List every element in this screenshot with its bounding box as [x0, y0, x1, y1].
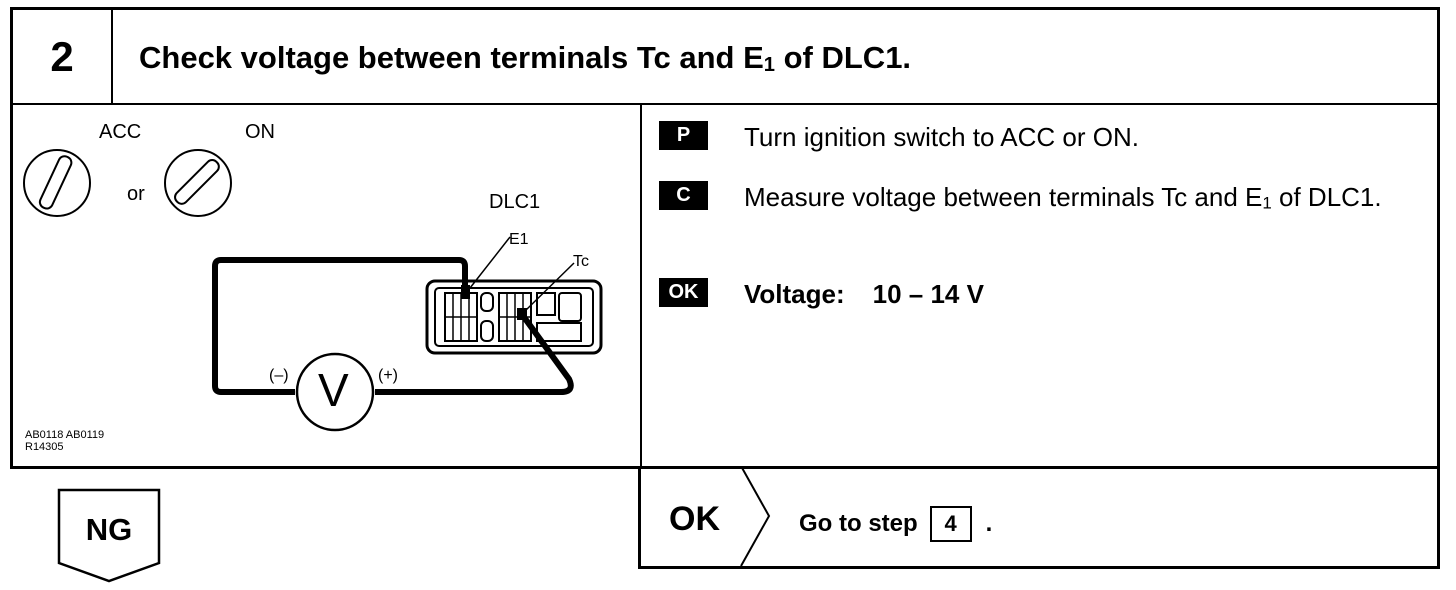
step-header: 2 Check voltage between terminals Tc and…	[10, 7, 1440, 105]
switch-on-label: ON	[245, 121, 275, 143]
ok-result-box: OK Go to step 4 .	[638, 466, 1440, 569]
goto-step-number[interactable]: 4	[929, 506, 972, 542]
check-text-main: Measure voltage between terminals Tc and…	[744, 182, 1263, 212]
goto-step-instruction: Go to step 4 .	[799, 506, 992, 542]
column-divider	[640, 103, 642, 466]
check-badge: C	[659, 181, 708, 210]
positive-terminal-label: (+)	[378, 367, 398, 384]
chevron-right-icon	[740, 466, 771, 566]
ok-criteria-text: Voltage: 10 – 14 V	[744, 278, 1414, 310]
goto-text: Go to step	[799, 510, 918, 537]
ng-label: NG	[85, 512, 133, 547]
goto-end: .	[985, 510, 993, 537]
voltage-label: Voltage:	[744, 279, 845, 309]
wire-positive	[375, 311, 574, 395]
prepare-text: Turn ignition switch to ACC or ON.	[744, 122, 1139, 152]
step-title-main: Check voltage between terminals Tc and E	[139, 40, 764, 75]
voltmeter-symbol: V	[318, 364, 349, 416]
ok-label: OK	[669, 500, 720, 538]
wiring-diagram: ACC ON or DLC1 E1 Tc V (–) (+) AB0118 AB…	[13, 103, 640, 466]
terminal-tc-label: Tc	[573, 253, 589, 270]
figure-ids-line1: AB0118 AB0119	[25, 429, 105, 441]
step-title-end: of DLC1.	[775, 40, 912, 75]
switch-acc-label: ACC	[99, 121, 142, 143]
check-text-end: of DLC1.	[1271, 182, 1382, 212]
instruction-prepare: P Turn ignition switch to ACC or ON.	[659, 121, 1414, 153]
ok-criteria-badge: OK	[659, 278, 708, 307]
ng-result-marker: NG	[57, 488, 161, 583]
step-title: Check voltage between terminals Tc and E…	[139, 40, 911, 77]
ng-pentagon-icon	[57, 488, 161, 583]
dlc1-connector-icon	[425, 279, 603, 355]
check-text: Measure voltage between terminals Tc and…	[744, 181, 1414, 220]
instruction-list: P Turn ignition switch to ACC or ON. C M…	[659, 103, 1429, 466]
instruction-ok-criteria: OK Voltage: 10 – 14 V	[659, 278, 1414, 310]
step-title-subscript: 1	[763, 54, 775, 77]
terminal-e1-label: E1	[509, 231, 529, 248]
negative-terminal-label: (–)	[269, 367, 289, 384]
voltage-value: 10 – 14 V	[872, 279, 984, 309]
figure-ids-line2: R14305	[25, 441, 64, 453]
voltmeter-icon	[295, 352, 375, 432]
step-number-box: 2	[13, 10, 113, 103]
instruction-check: C Measure voltage between terminals Tc a…	[659, 181, 1414, 220]
figure-ids: AB0118 AB0119 R14305	[25, 429, 104, 453]
wire-negative	[212, 257, 468, 395]
ignition-switch-acc-icon	[23, 149, 91, 217]
dlc1-label: DLC1	[489, 191, 541, 213]
or-label: or	[127, 183, 145, 205]
check-text-subscript: 1	[1262, 193, 1272, 213]
step-body: ACC ON or DLC1 E1 Tc V (–) (+) AB0118 AB…	[10, 103, 1440, 469]
wiring-diagram-svg	[23, 149, 603, 432]
step-number: 2	[50, 32, 74, 80]
prepare-badge: P	[659, 121, 708, 150]
ignition-switch-on-icon	[164, 149, 232, 217]
